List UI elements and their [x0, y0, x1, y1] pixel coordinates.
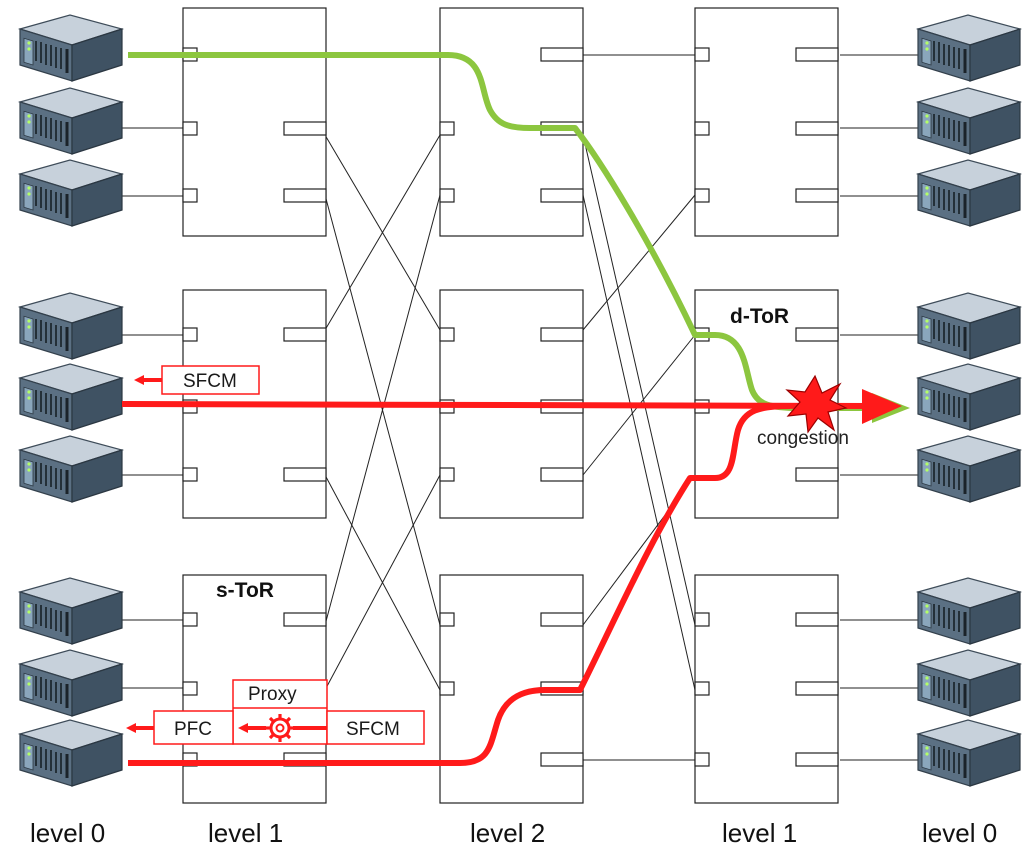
- left-cross-links: [324, 134, 441, 691]
- level-label-col3: level 2: [470, 818, 545, 848]
- server-icon: [916, 648, 1022, 718]
- server-icon: [916, 86, 1022, 156]
- server-icon: [916, 576, 1022, 646]
- servers-left: [18, 13, 124, 788]
- sfcm-upper-box: SFCM: [134, 365, 260, 395]
- level-label-col1: level 0: [30, 818, 105, 848]
- server-icon: [916, 434, 1022, 504]
- server-icon: [18, 158, 124, 228]
- server-icon: [916, 158, 1022, 228]
- s-tor-label: s-ToR: [216, 579, 274, 602]
- server-icon: [18, 434, 124, 504]
- proxy-group: Proxy PFC SFCM: [126, 679, 425, 745]
- red-flow-arrowhead: [862, 389, 902, 424]
- proxy-gear-icon: [266, 714, 294, 742]
- server-icon: [916, 13, 1022, 83]
- server-icon: [916, 291, 1022, 361]
- congestion-star-icon: [785, 374, 848, 434]
- server-icon: [18, 86, 124, 156]
- red-flow-lower: [128, 403, 791, 766]
- red-flow-main: [121, 401, 871, 409]
- server-icon: [18, 362, 124, 432]
- server-icon: [18, 718, 124, 788]
- server-icon: [18, 291, 124, 361]
- sfcm-lower-label: SFCM: [346, 719, 400, 740]
- level-label-col5: level 0: [922, 818, 997, 848]
- servers-right: [916, 13, 1022, 788]
- server-icon: [916, 362, 1022, 432]
- server-links: [122, 54, 920, 761]
- sfcm-upper-label: SFCM: [183, 371, 237, 392]
- server-icon: [916, 718, 1022, 788]
- server-icon: [18, 576, 124, 646]
- proxy-label: Proxy: [248, 684, 297, 705]
- right-cross-links: [582, 54, 696, 761]
- d-tor-label: d-ToR: [730, 305, 789, 328]
- level-label-col4: level 1: [722, 818, 797, 848]
- congestion-label: congestion: [757, 428, 849, 449]
- green-flow-path: [128, 52, 900, 411]
- pfc-label: PFC: [174, 719, 212, 740]
- server-icon: [18, 648, 124, 718]
- level-label-col2: level 1: [208, 818, 283, 848]
- server-icon: [18, 13, 124, 83]
